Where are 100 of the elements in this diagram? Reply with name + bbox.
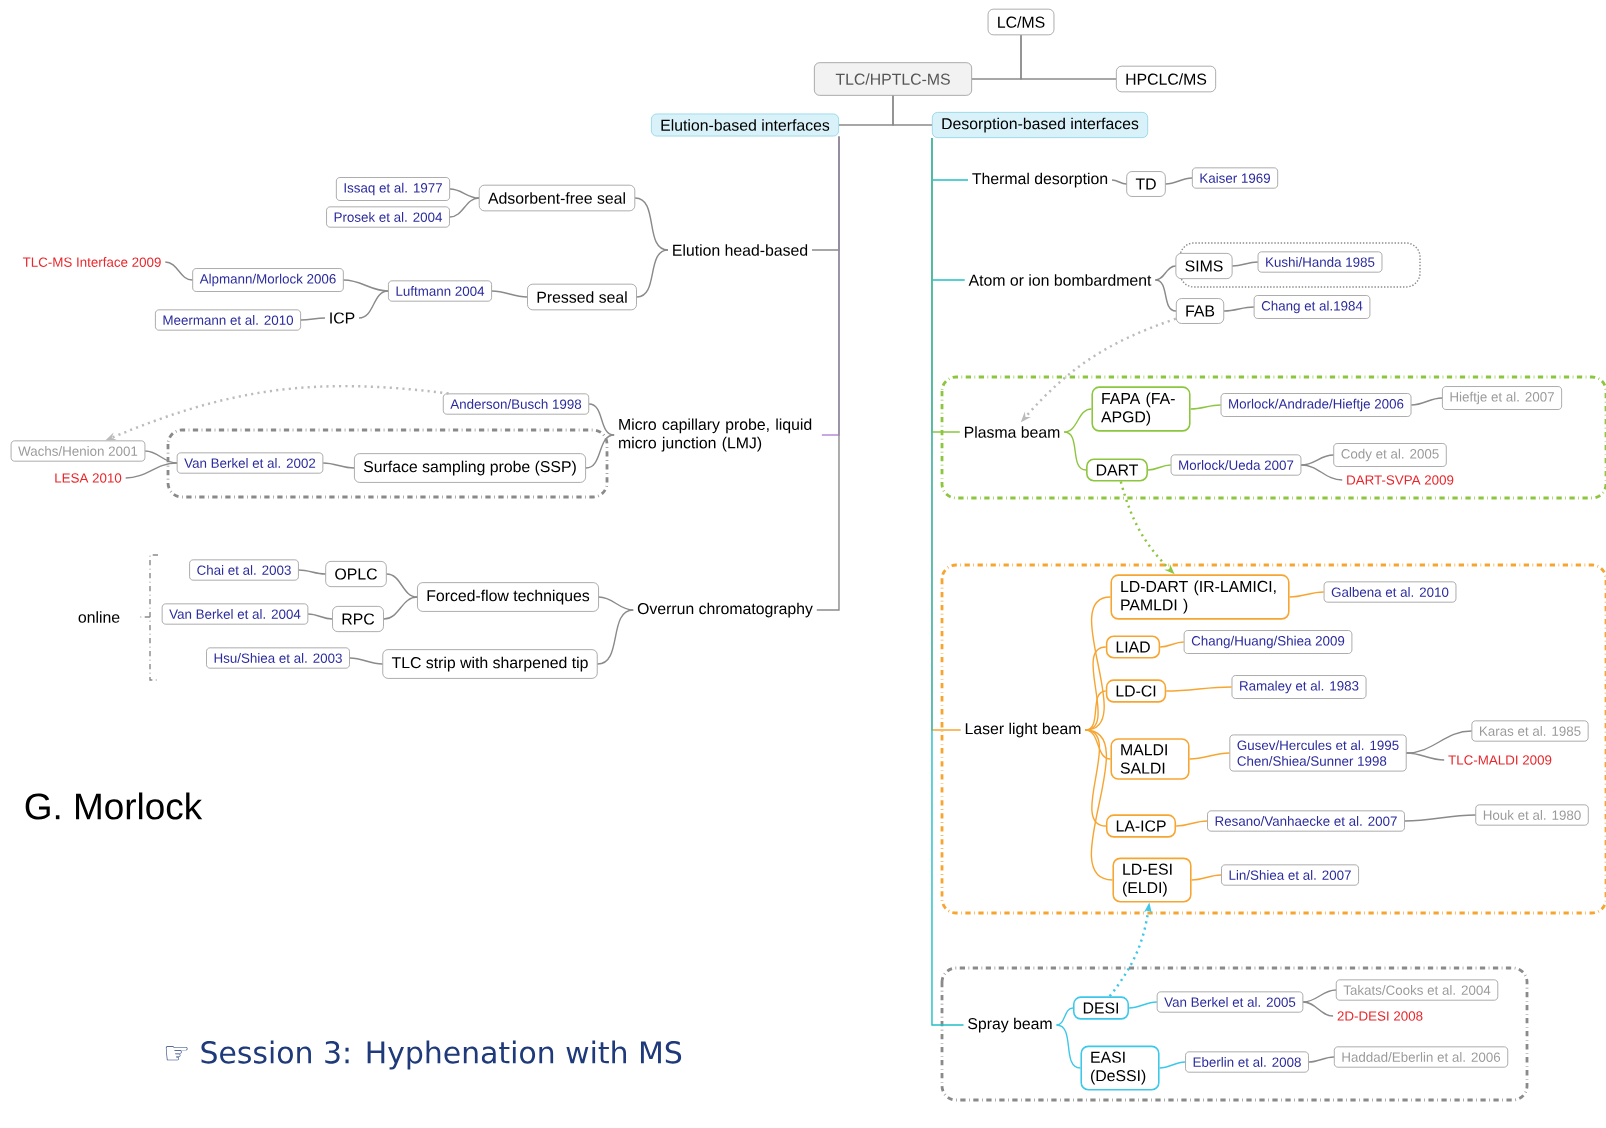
connector — [1288, 591, 1325, 598]
reference-box: Van Berkel et al. 2004 — [161, 603, 309, 625]
branch-label: Thermal desorption — [972, 172, 1108, 188]
reference-box: Galbena et al. 2010 — [1323, 581, 1457, 603]
connector — [307, 613, 333, 620]
connector — [1111, 179, 1128, 185]
connector — [491, 290, 528, 298]
branch-label: Overrun chromatography — [637, 602, 813, 618]
branch-label: Micro capillary probe, liquid micro junction (LMJ) — [619, 418, 812, 452]
connector — [1300, 454, 1335, 466]
branch-label: Spray beam — [968, 1017, 1052, 1033]
connector — [1055, 1007, 1074, 1026]
connector — [1165, 177, 1193, 185]
title: ☞ Session 3: Hyphenation with MS — [165, 1040, 682, 1070]
note-text: DART-SVPA 2009 — [1347, 475, 1454, 485]
reference-box: Chai et al. 2003 — [189, 559, 299, 581]
process-box: Forced-flow techniques — [417, 582, 599, 612]
technique-box: LD-CI — [1105, 679, 1167, 703]
connector — [298, 569, 327, 575]
connector — [322, 462, 355, 469]
technique-box: DESI — [1072, 996, 1130, 1020]
reference-box: Hsu/Shiea et al. 2003 — [206, 647, 350, 669]
root-box: TLC/HPTLC-MS — [814, 62, 972, 96]
reference-box: Issaq et al. 1977 — [336, 177, 450, 201]
branch-label: ICP — [330, 312, 355, 324]
reference-box: Van Berkel et al. 2005 — [1156, 991, 1304, 1013]
connector — [1084, 729, 1114, 881]
reference-box: Houk et al. 1980 — [1475, 804, 1589, 826]
connector — [892, 95, 933, 126]
branch-label: Elution head-based — [673, 244, 808, 256]
process-box: Surface sampling probe (SSP) — [354, 453, 586, 483]
process-box: SIMS — [1175, 253, 1233, 279]
process-box: LC/MS — [987, 8, 1055, 36]
connector — [1231, 261, 1259, 267]
connector — [1063, 431, 1087, 471]
process-box: Adsorbent-free seal — [478, 184, 636, 212]
process-box: FAB — [1175, 298, 1225, 324]
connector — [585, 434, 615, 469]
note-text: LESA 2010 — [55, 473, 122, 483]
reference-box: Gusev/Hercules et al. 1995 Chen/Shiea/Sunner 1998 — [1229, 734, 1407, 772]
connector — [300, 317, 326, 321]
technique-box: LIAD — [1105, 635, 1161, 659]
connector — [1154, 279, 1177, 312]
reference-box: Morlock/Andrade/Hieftje 2006 — [1220, 393, 1412, 417]
process-box: Pressed seal — [527, 283, 637, 311]
reference-box: Morlock/Ueda 2007 — [1170, 454, 1302, 476]
reference-box: Alpmann/Morlock 2006 — [192, 268, 344, 292]
connector — [1302, 1001, 1334, 1017]
author-name: G. Morlock — [25, 792, 203, 820]
note-text: TLC-MALDI 2009 — [1448, 755, 1552, 765]
reference-box: Meermann et al. 2010 — [155, 309, 301, 331]
note-text: 2D-DESI 2008 — [1337, 1011, 1423, 1021]
connector — [1405, 752, 1445, 761]
connector — [1055, 1024, 1082, 1069]
reference-box: Ramaley et al. 1983 — [1231, 675, 1367, 699]
connector — [385, 573, 418, 598]
process-box: RPC — [332, 606, 384, 632]
reference-box: Kaiser 1969 — [1192, 167, 1279, 189]
connector — [1223, 306, 1255, 312]
reference-box: Hieftje et al. 2007 — [1442, 386, 1562, 410]
connector — [1300, 464, 1343, 481]
reference-box: Prosek et al. 2004 — [326, 206, 450, 228]
reference-box: Chang/Huang/Shiea 2009 — [1183, 630, 1353, 654]
process-box: TD — [1126, 171, 1166, 197]
reference-box: Resano/Vanhaecke et al. 2007 — [1207, 810, 1405, 832]
connector — [636, 249, 669, 298]
connector — [1302, 989, 1337, 1003]
process-box: OPLC — [325, 561, 387, 587]
reference-box: Kushi/Handa 1985 — [1257, 251, 1383, 273]
category-box: Desorption-based interfaces — [931, 112, 1149, 138]
connector — [1404, 814, 1477, 822]
connector — [1175, 820, 1208, 827]
connector — [1410, 397, 1443, 406]
technique-box: FAPA (FA-APGD) — [1091, 386, 1191, 432]
connector — [449, 197, 480, 218]
connector — [358, 290, 389, 319]
connector — [1189, 404, 1222, 410]
reference-box: Karas et al. 1985 — [1471, 720, 1589, 742]
connector — [1147, 464, 1172, 471]
connector — [1159, 641, 1185, 648]
technique-box: LD-DART (IR-LAMICI, PAMLDI ) — [1110, 574, 1290, 620]
connector — [383, 596, 418, 620]
technique-box: MALDI SALDI — [1110, 738, 1190, 780]
technique-box: EASI (DeSSI) — [1080, 1045, 1160, 1091]
category-box: Elution-based interfaces — [651, 113, 839, 137]
connector — [634, 197, 669, 251]
connector — [124, 462, 178, 479]
connector — [1154, 265, 1177, 281]
connector — [1190, 874, 1222, 881]
reference-box: Lin/Shiea et al. 2007 — [1221, 864, 1359, 886]
connector — [588, 403, 615, 436]
connector — [931, 137, 965, 1026]
reference-box: Haddad/Eberlin et al. 2006 — [1333, 1046, 1509, 1068]
reference-box: Luftmann 2004 — [388, 280, 492, 302]
branch-label: Atom or ion bombardment — [968, 274, 1152, 286]
process-box: TLC strip with sharpened tip — [382, 649, 598, 679]
branch-label: Laser light beam — [965, 722, 1081, 738]
connector — [449, 188, 480, 199]
process-box: HPCLC/MS — [1116, 65, 1216, 93]
note-text: TLC-MS Interface 2009 — [22, 257, 161, 267]
